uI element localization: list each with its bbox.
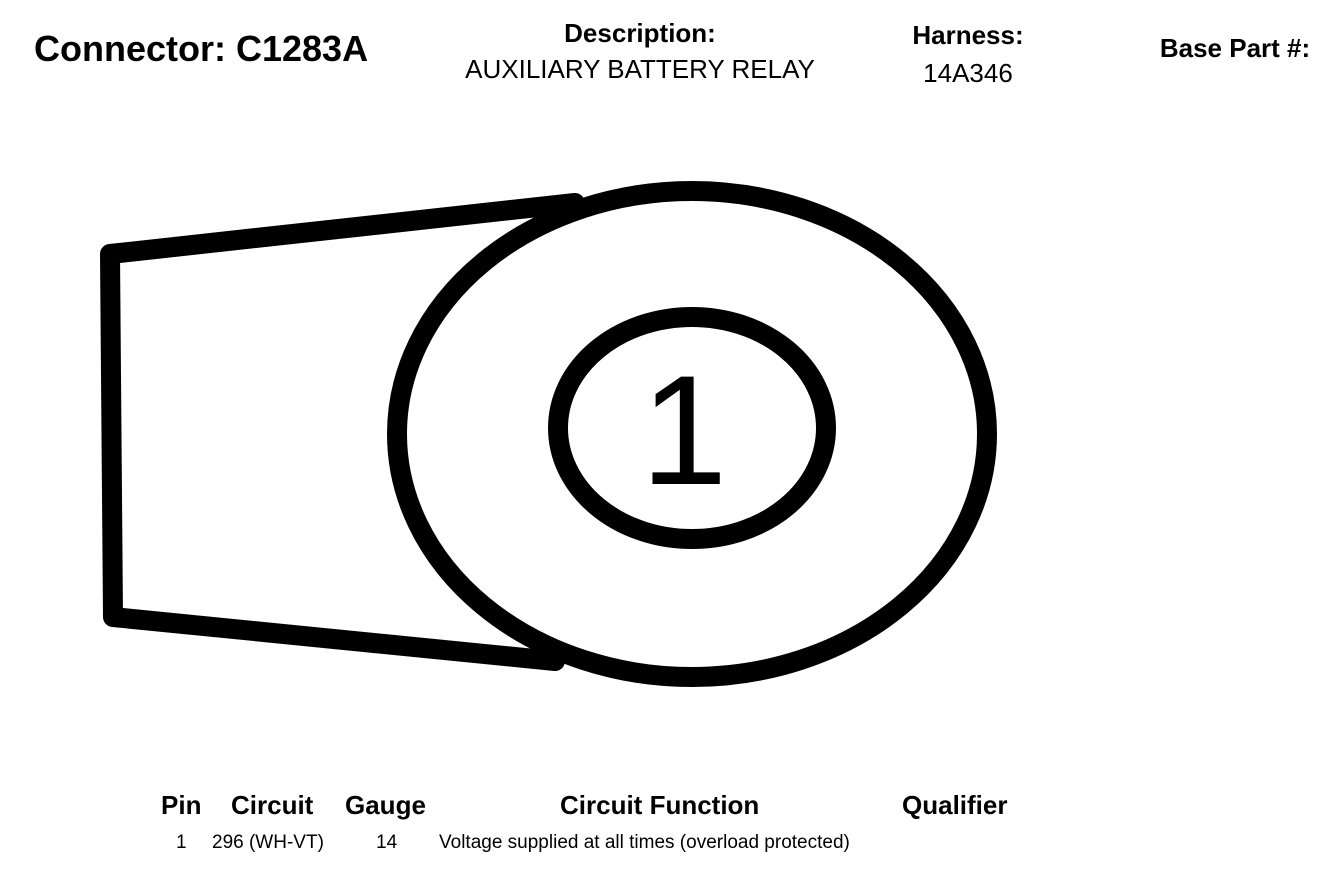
harness-label: Harness:	[912, 20, 1024, 50]
function-column-header: Circuit Function	[560, 790, 760, 820]
row-gauge: 14	[376, 832, 398, 853]
pin-1-cavity	[548, 307, 836, 549]
description-value: AUXILIARY BATTERY RELAY	[465, 54, 815, 84]
pin-1-number: 1	[641, 344, 728, 518]
pin-table: Pin Circuit Gauge Circuit Function Quali…	[0, 790, 1344, 870]
row-function: Voltage supplied at all times (overload …	[439, 832, 850, 853]
row-circuit: 296 (WH-VT)	[212, 832, 324, 853]
harness-value: 14A346	[923, 58, 1013, 88]
qualifier-column-header: Qualifier	[902, 790, 1008, 820]
base-part-block: Base Part #:	[1150, 35, 1320, 71]
description-block: Description: AUXILIARY BATTERY RELAY	[440, 20, 840, 82]
connector-title: Connector: C1283A	[34, 28, 369, 69]
description-label: Description:	[564, 18, 716, 48]
gauge-column-header: Gauge	[345, 790, 426, 820]
harness-block: Harness: 14A346	[888, 22, 1048, 86]
row-pin: 1	[176, 832, 187, 853]
connector-body-outline	[100, 193, 585, 671]
base-part-label: Base Part #:	[1159, 33, 1311, 63]
connector-outer-ring	[387, 181, 997, 687]
circuit-column-header: Circuit	[231, 790, 314, 820]
pin-column-header: Pin	[161, 790, 202, 820]
